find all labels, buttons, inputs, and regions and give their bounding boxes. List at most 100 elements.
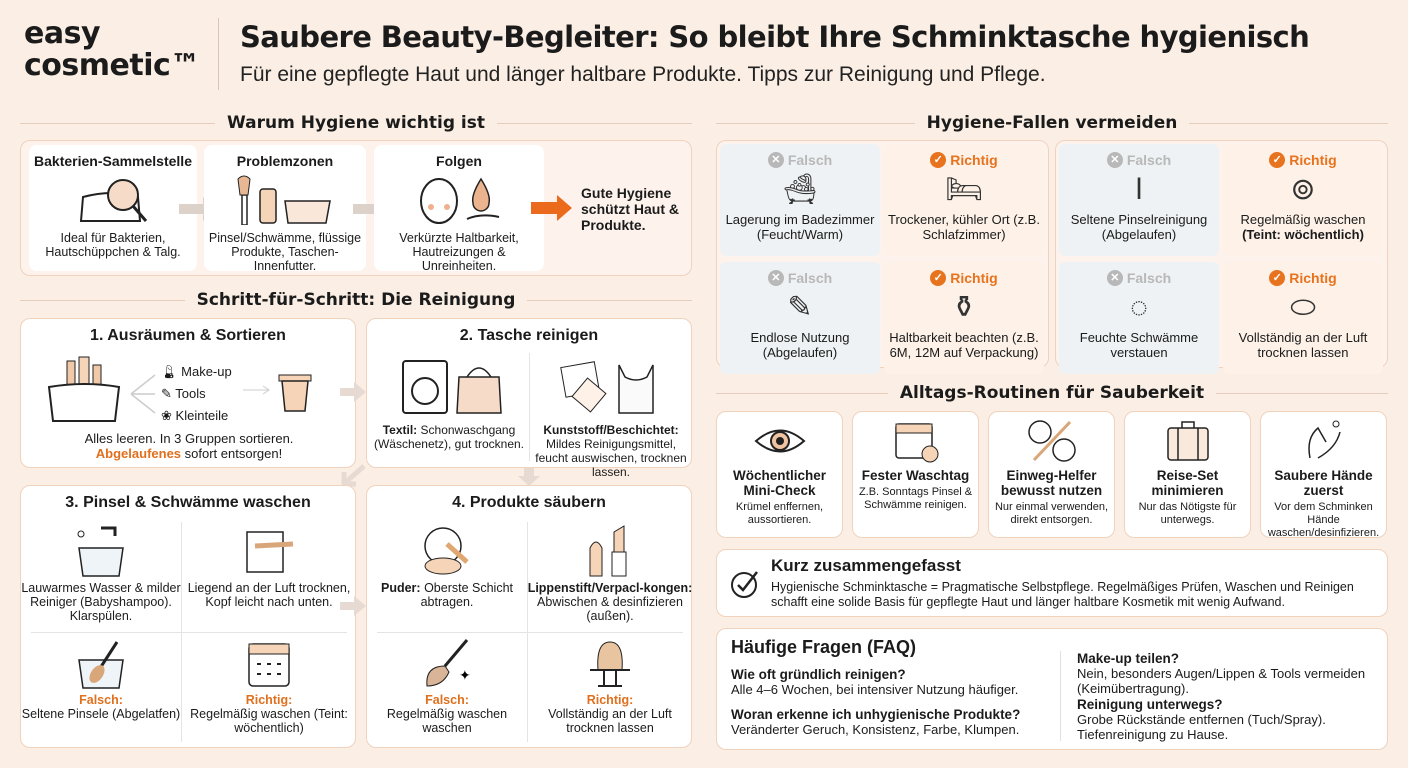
step4-cell-wrong: ✦Falsch:Regelmäßig waschen waschen bbox=[367, 636, 527, 735]
section-why-heading: Warum Hygiene wichtig ist bbox=[20, 113, 693, 133]
trap-label: ✓Richtig bbox=[884, 152, 1044, 168]
x-circle-icon: ✕ bbox=[1106, 270, 1123, 286]
card-text: Pinsel/Schwämme, flüssige Produkte, Tasc… bbox=[208, 231, 362, 273]
group-tools: ✎ Tools bbox=[161, 386, 206, 401]
brush-basin-icon bbox=[78, 641, 124, 689]
sort-groups: 💄︎ Make-up ✎ Tools ❀ Kleinteile bbox=[161, 361, 232, 427]
step-title: 1. Ausräumen & Sortieren bbox=[90, 327, 286, 344]
x-circle-icon: ✕ bbox=[767, 270, 784, 286]
step4-card: 4. Produkte säubern Puder: Oberste Schic… bbox=[366, 485, 692, 748]
check-circle-icon: ✓ bbox=[1269, 152, 1286, 168]
section-routines-heading: Alltags-Routinen für Sauberkeit bbox=[716, 383, 1389, 403]
trap-text: Trockener, kühler Ort (z.B. Schlafzimmer… bbox=[888, 212, 1040, 242]
logo-line2: cosmetic™ bbox=[24, 48, 200, 83]
sparkle-brush-icon: ✦ bbox=[426, 639, 471, 687]
cotton-pad-swab-icon bbox=[1027, 420, 1076, 462]
faq-title: Häufige Fragen (FAQ) bbox=[731, 637, 917, 657]
calendar-icon bbox=[248, 643, 290, 687]
check-circle-icon bbox=[731, 571, 758, 598]
trap-text: Haltbarkeit beachten (z.B. 6M, 12M auf V… bbox=[889, 330, 1039, 360]
step1-card: 1. Ausräumen & Sortieren 💄︎ Make-up ✎ To… bbox=[20, 318, 356, 468]
small-parts-icon: ❀ bbox=[161, 408, 172, 423]
brush-icon: ✎ bbox=[161, 386, 172, 401]
trash-bin-icon bbox=[278, 374, 312, 412]
step3-cell-wrong: Falsch:Seltene Pinsele (Abgelatfen) bbox=[21, 636, 181, 721]
trap-wrong-item: ✕Falsch 🛁︎ Lagerung im Badezimmer (Feuch… bbox=[720, 144, 880, 256]
card-title: Problemzonen bbox=[236, 153, 334, 169]
trap-text: Vollständig an der Luft trocknen lassen bbox=[1238, 330, 1368, 360]
trap-label: ✕Falsch bbox=[720, 270, 880, 286]
bathtub-icon: 🛁︎ bbox=[780, 173, 820, 206]
step4-cell-powder: Puder: Oberste Schicht abtragen. bbox=[367, 522, 527, 609]
faq-item: Reinigung unterwegs?Grobe Rückstände ent… bbox=[1077, 697, 1326, 742]
trap-right-item: ✓Richtig ⬭ Vollständig an der Luft trock… bbox=[1223, 262, 1383, 374]
divider bbox=[377, 632, 683, 633]
mascara-icon: ǀ bbox=[1135, 173, 1143, 206]
divider bbox=[1060, 651, 1061, 741]
trap-wrong-item: ✕Falsch ✎ Endlose Nutzung (Abgelaufen) bbox=[720, 262, 880, 374]
summary-text: Hygienische Schminktasche = Pragmatische… bbox=[771, 580, 1354, 609]
faq-item: Wie oft gründlich reinigen?Alle 4–6 Woch… bbox=[731, 667, 1019, 697]
faq-box: Häufige Fragen (FAQ) Wie oft gründlich r… bbox=[716, 628, 1388, 750]
powder-compact-icon bbox=[424, 527, 469, 575]
arrow-right-orange-icon bbox=[531, 195, 572, 221]
step-title: 4. Produkte säubern bbox=[452, 494, 606, 511]
summary-title: Kurz zusammengefasst bbox=[771, 556, 961, 575]
section-traps-heading: Hygiene-Fallen vermeiden bbox=[716, 113, 1388, 133]
trap-text: Lagerung im Badezimmer (Feucht/Warm) bbox=[725, 212, 875, 242]
why-card-consequences: Folgen Verkürzte Haltbarkeit, Hautreizun… bbox=[374, 145, 544, 273]
damp-bag-icon: ◌ bbox=[1130, 291, 1148, 324]
why-card-bacteria: Bakterien-Sammelstelle Ideal für Bakteri… bbox=[29, 145, 197, 271]
step4-cell-lipstick: Lippenstift/Verpacl-kongen: Abwischen & … bbox=[527, 522, 693, 623]
step3-cell-dry: Liegend an der Luft trocknen, Kopf leich… bbox=[181, 522, 357, 609]
logo-line1: easy bbox=[24, 16, 101, 51]
step1-text: Alles leeren. In 3 Gruppen sortieren.Abg… bbox=[84, 431, 294, 461]
why-card-problem-zones: Problemzonen Pinsel/Schwämme, flüssige P… bbox=[204, 145, 366, 273]
trap-text: Seltene Pinselreinigung (Abgelaufen) bbox=[1070, 212, 1208, 242]
mascara-jar-icon: ⚱︎ bbox=[951, 291, 977, 324]
trap-label: ✕Falsch bbox=[1059, 152, 1219, 168]
check-circle-icon: ✓ bbox=[930, 270, 947, 286]
step2-plastic: Kunststoff/Beschichtet:Mildes Reinigungs… bbox=[535, 423, 687, 479]
brush-icon: ✎ bbox=[787, 291, 813, 324]
lipstick-icon: 💄︎ bbox=[161, 364, 178, 379]
arrow-right-icon bbox=[243, 385, 270, 395]
suitcase-icon bbox=[1166, 421, 1209, 461]
sponge-stand-icon bbox=[590, 641, 630, 687]
lipstick-icon bbox=[589, 525, 627, 577]
section-steps-heading: Schritt-für-Schritt: Die Reinigung bbox=[20, 290, 693, 310]
card-text: Verkürzte Haltbarkeit, Hautreizungen & U… bbox=[399, 231, 519, 273]
trap-text: Regelmäßig waschen bbox=[1240, 212, 1366, 227]
step3-cell-right: Richtig:Regelmäßig waschen (Teint: wöche… bbox=[181, 636, 357, 735]
step3-cell-water: Lauwarmes Wasser & milder Reiniger (Baby… bbox=[21, 522, 181, 623]
faq-item: Make-up teilen?Nein, besonders Augen/Lip… bbox=[1077, 651, 1366, 696]
trap-label: ✓Richtig bbox=[884, 270, 1044, 286]
step3-card: 3. Pinsel & Schwämme waschen Lauwarmes W… bbox=[20, 485, 356, 748]
cloth-plastic-bag-icon bbox=[560, 361, 654, 414]
eye-icon bbox=[753, 429, 806, 453]
divider bbox=[529, 353, 530, 461]
arrow-down-left-icon bbox=[341, 464, 366, 487]
why-conclusion: Gute Hygiene schützt Haut & Produkte. bbox=[581, 185, 679, 233]
step-title: 3. Pinsel & Schwämme waschen bbox=[65, 494, 311, 511]
washing-machine-bag-icon bbox=[402, 360, 502, 414]
trap-label: ✓Richtig bbox=[1223, 152, 1383, 168]
trap-text: Endlose Nutzung (Abgelaufen) bbox=[750, 330, 850, 360]
step2-textile: Textil: Schonwaschgang (Wäschenetz), gut… bbox=[373, 423, 525, 451]
trap-text-bold: (Teint: wöchentlich) bbox=[1242, 227, 1364, 242]
washing-hands-icon bbox=[1307, 420, 1341, 459]
trap-text: Feuchte Schwämme verstauen bbox=[1079, 330, 1199, 360]
trap-wrong-item: ✕Falsch ǀ Seltene Pinselreinigung (Abgel… bbox=[1059, 144, 1219, 256]
brush-bottle-icon bbox=[237, 175, 331, 225]
summary-box: Kurz zusammengefasst Hygienische Schmink… bbox=[716, 549, 1388, 617]
sponge-icon: ⬭ bbox=[1290, 291, 1316, 324]
step4-cell-right: Richtig:Vollständig an der Luft trocknen… bbox=[527, 636, 693, 735]
calendar-clock-icon bbox=[894, 423, 938, 463]
page-subtitle: Für eine gepflegte Haut und länger haltb… bbox=[240, 63, 1046, 86]
towel-brush-icon bbox=[246, 531, 294, 573]
x-circle-icon: ✕ bbox=[1106, 152, 1123, 168]
